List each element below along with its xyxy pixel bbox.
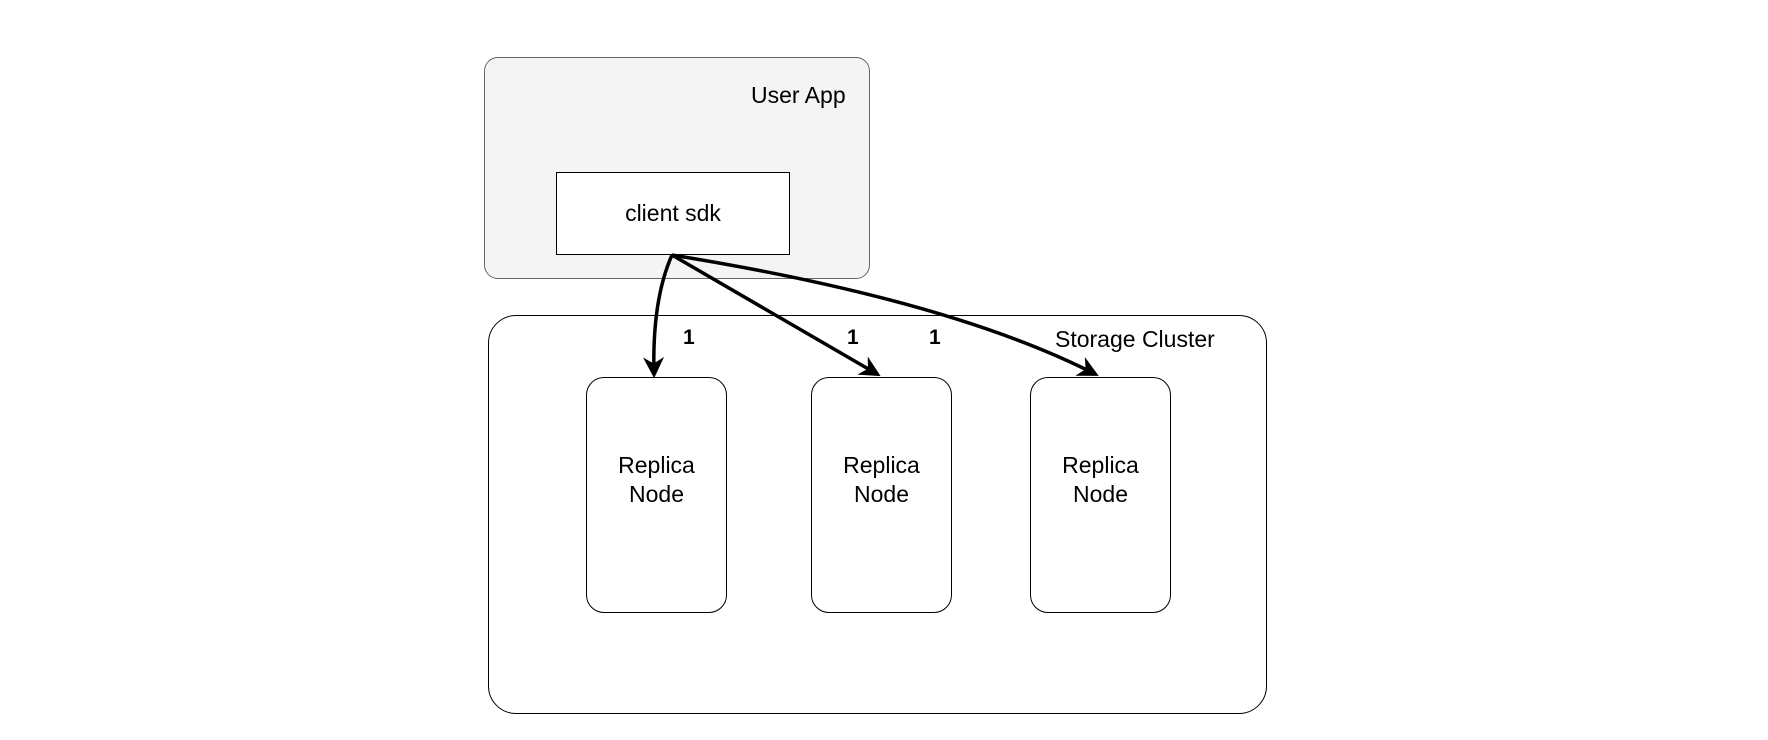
replica-node-3-label-line2: Node	[1073, 481, 1128, 507]
replica-node-1-label-line1: Replica	[618, 452, 695, 478]
edge-label-3: 1	[929, 326, 941, 349]
replica-node-2-label-line2: Node	[854, 481, 909, 507]
replica-node-3-label-line1: Replica	[1062, 452, 1139, 478]
replica-node-2-label-line1: Replica	[843, 452, 920, 478]
replica-node-1: Replica Node	[586, 377, 727, 613]
client-sdk-label: client sdk	[625, 200, 721, 226]
replica-node-1-label-line2: Node	[629, 481, 684, 507]
client-sdk-box: client sdk	[556, 172, 790, 255]
edge-label-1: 1	[683, 326, 695, 349]
replica-node-3: Replica Node	[1030, 377, 1171, 613]
user-app-label: User App	[751, 82, 846, 108]
storage-cluster-label: Storage Cluster	[1055, 326, 1215, 352]
edge-label-2: 1	[847, 326, 859, 349]
replica-node-2: Replica Node	[811, 377, 952, 613]
